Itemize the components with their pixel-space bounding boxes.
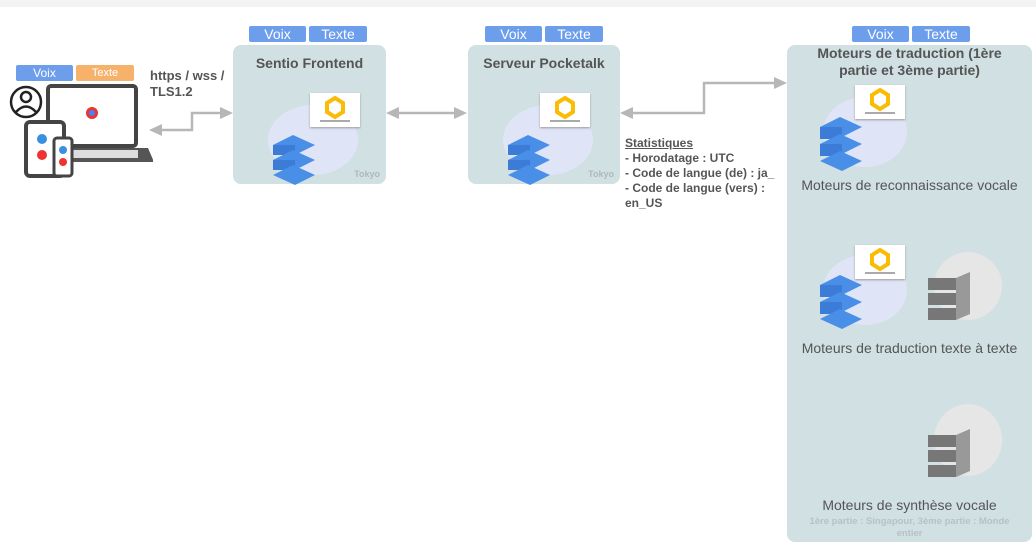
pocketalk-voice-tag: Voix <box>485 26 542 42</box>
google-cloud-platform-logo <box>855 85 905 119</box>
engines-voice-tag: Voix <box>852 26 909 42</box>
third-party-server-icon <box>928 404 1002 477</box>
arrowhead <box>454 107 467 119</box>
pocketalk-region: Tokyo <box>588 169 614 179</box>
protocol-label: https / wss / TLS1.2 <box>150 68 225 99</box>
sentio-text-tag: Texte <box>309 26 367 42</box>
engines-text-tag: Texte <box>912 26 970 42</box>
arrowhead <box>220 107 233 119</box>
phone-icon <box>52 136 74 178</box>
pocketalk-title: Serveur Pocketalk <box>483 55 605 71</box>
statistics-line: - Horodatage : UTC <box>625 151 735 165</box>
speech-synthesis-label: Moteurs de synthèse vocale <box>822 497 997 513</box>
google-cloud-platform-logo <box>855 245 905 279</box>
client-voice-tag: Voix <box>16 65 73 81</box>
pocketalk-text-tag: Texte <box>545 26 603 42</box>
sentio-voice-tag: Voix <box>249 26 306 42</box>
pocketalk-engines-arrow <box>630 81 777 115</box>
statistics-line: - Code de langue (de) : ja_ <box>625 166 775 180</box>
google-cloud-platform-logo <box>310 93 360 127</box>
sentio-region: Tokyo <box>354 169 380 179</box>
sentio-frontend-box: Sentio Frontend Tokyo <box>233 45 386 185</box>
translation-engines-box: Moteurs de traduction (1ère partie et 3è… <box>787 45 1032 542</box>
top-bar <box>0 0 1036 7</box>
text-translation-label: Moteurs de traduction texte à texte <box>801 340 1018 356</box>
client-text-tag: Texte <box>76 65 134 81</box>
pocketalk-server-box: Serveur Pocketalk Tokyo <box>468 45 620 185</box>
arrowhead <box>774 77 787 89</box>
engines-title: Moteurs de traduction (1ère partie et 3è… <box>817 45 1002 78</box>
statistics-line: en_US <box>625 196 663 210</box>
third-party-server-icon <box>928 252 1002 320</box>
speech-recognition-label: Moteurs de reconnaissance vocale <box>801 177 1018 193</box>
arrowhead <box>620 107 633 119</box>
client-devices-icon <box>9 84 153 178</box>
statistics-heading: Statistiques <box>625 136 694 150</box>
arrowhead <box>386 107 399 119</box>
google-cloud-platform-logo <box>540 93 590 127</box>
client-sentio-arrow <box>160 111 222 132</box>
sentio-title: Sentio Frontend <box>255 55 364 71</box>
engines-region-footnote: 1ère partie : Singapour, 3ème partie : M… <box>809 516 1010 539</box>
laptop-icon <box>38 84 153 162</box>
statistics-note: Statistiques - Horodatage : UTC - Code d… <box>625 136 774 211</box>
statistics-line: - Code de langue (vers) : <box>625 181 766 195</box>
user-icon <box>9 85 43 119</box>
arrowhead <box>149 124 162 136</box>
